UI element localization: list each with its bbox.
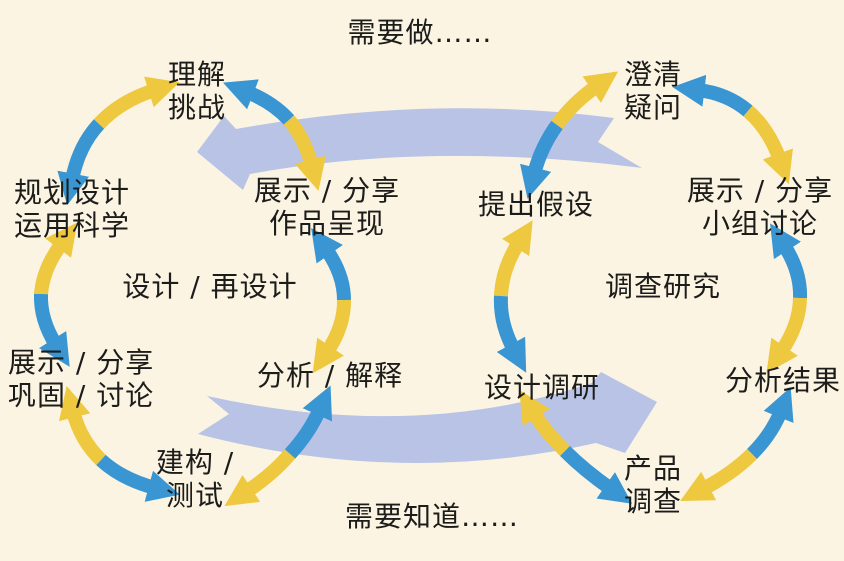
- node-analyze-results: 分析结果: [724, 364, 841, 397]
- arrow-work-analyze-icon: [311, 227, 351, 374]
- node-clarify-questions: 澄清 疑问: [623, 58, 682, 124]
- node-design-research: 设计调研: [483, 371, 600, 404]
- banner-need-to-know: 需要知道……: [344, 500, 519, 533]
- arrow-consolidate-build-icon: [58, 386, 180, 502]
- arrow-plan-consolidate-icon: [33, 222, 78, 367]
- node-build-test: 建构 / 测试: [155, 446, 235, 512]
- big-arrow-right-icon: [198, 372, 657, 463]
- node-plan-design: 规划设计 运用科学: [14, 176, 131, 242]
- arrow-research-product-icon: [519, 390, 633, 504]
- node-design-redesign: 设计 / 再设计: [122, 270, 298, 303]
- arrow-analyze-build-icon: [224, 385, 333, 507]
- banner-need-to-do: 需要做……: [347, 16, 493, 49]
- arrow-hypothesis-clarify-icon: [520, 71, 619, 199]
- arrow-hypothesis-research-icon: [493, 220, 533, 373]
- node-propose-hypothesis: 提出假设: [477, 188, 594, 221]
- arrow-group-results-icon: [766, 223, 808, 374]
- big-arrow-left-icon: [197, 108, 642, 190]
- node-analyze-explain: 分析 / 解释: [256, 359, 404, 392]
- node-show-share-consolidate: 展示 / 分享 巩固 / 讨论: [8, 346, 155, 412]
- node-investigate-research: 调查研究: [604, 270, 721, 303]
- arrow-work-understand-icon: [223, 79, 326, 191]
- node-understand-challenge: 理解 挑战: [167, 58, 226, 124]
- arrow-group-clarify-icon: [672, 74, 793, 185]
- node-show-share-group: 展示 / 分享 小组讨论: [686, 174, 834, 240]
- node-product-survey: 产品 调查: [623, 452, 682, 518]
- node-show-share-work: 展示 / 分享 作品呈现: [253, 174, 401, 240]
- arrow-results-product-icon: [680, 387, 794, 501]
- arrow-plan-understand-icon: [57, 76, 180, 206]
